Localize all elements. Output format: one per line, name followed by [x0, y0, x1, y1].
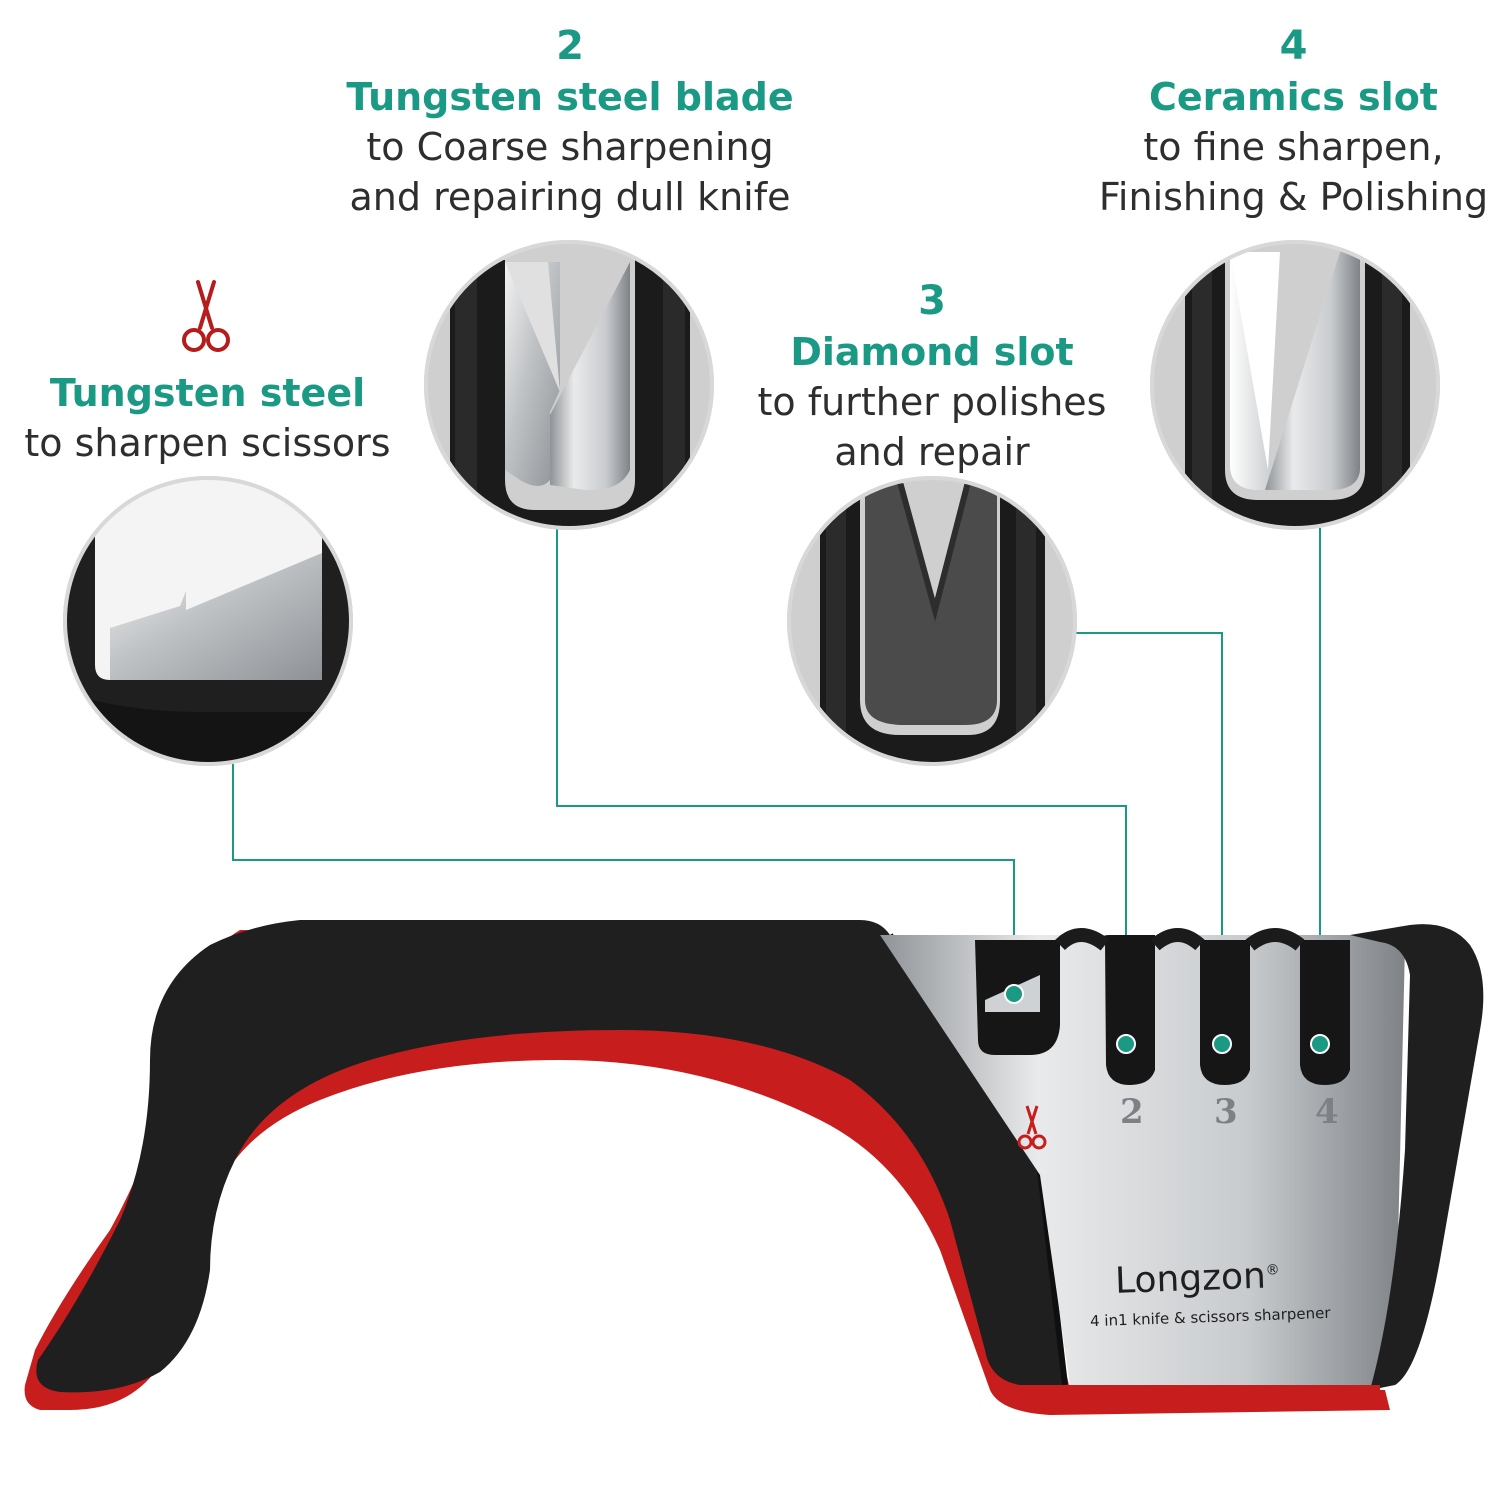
- feature-title-2: Tungsten steel blade: [346, 75, 794, 119]
- connector-line-2: [556, 528, 1127, 1044]
- feature-number-2: 2: [556, 23, 584, 69]
- zoom-circle-tungsten-blade: [424, 240, 714, 530]
- feature-title-4: Ceramics slot: [1149, 75, 1438, 119]
- plate-slot-number-2: 2: [1120, 1092, 1144, 1132]
- feature-title-3: Diamond slot: [790, 330, 1074, 374]
- zoom-circle-scissors-slot: [63, 476, 353, 766]
- zoom-circle-diamond-slot: [787, 476, 1077, 766]
- feature-title-1: Tungsten steel: [49, 371, 366, 415]
- marker-dot-4: [1310, 1034, 1330, 1054]
- scissors-icon: [182, 280, 230, 352]
- zoom-circle-ceramics-slot: [1150, 240, 1440, 530]
- end-cap: [1350, 924, 1484, 1390]
- slot-3: [1200, 940, 1250, 1085]
- sharpener-product: [24, 920, 1484, 1415]
- feature-label-tungsten-blade: 2 Tungsten steel blade to Coarse sharpen…: [320, 20, 820, 222]
- connector-line-1: [232, 764, 1015, 994]
- marker-dot-3: [1212, 1034, 1232, 1054]
- slot-2: [1103, 935, 1155, 1085]
- slot-4: [1300, 940, 1350, 1085]
- feature-desc-3a: to further polishes: [757, 380, 1107, 424]
- feature-label-ceramics-slot: 4 Ceramics slot to fine sharpen, Finishi…: [1095, 20, 1492, 222]
- brand-registered-mark: ®: [1265, 1262, 1280, 1279]
- black-handle: [36, 920, 1065, 1393]
- connector-line-3: [1075, 632, 1223, 1044]
- plate-scissors-icon: [1017, 1105, 1047, 1150]
- feature-desc-4a: to fine sharpen,: [1143, 125, 1444, 169]
- marker-dot-1: [1004, 984, 1024, 1004]
- feature-number-4: 4: [1279, 23, 1308, 69]
- plate-slot-number-4: 4: [1315, 1092, 1339, 1132]
- marker-dot-2: [1116, 1034, 1136, 1054]
- feature-desc-2a: to Coarse sharpening: [366, 125, 774, 169]
- plate-slot-number-3: 3: [1214, 1092, 1238, 1132]
- feature-desc-4b: Finishing & Polishing: [1098, 175, 1489, 219]
- feature-label-diamond-slot: 3 Diamond slot to further polishes and r…: [712, 275, 1152, 477]
- brand-name: Longzon: [1114, 1255, 1267, 1302]
- feature-label-scissors: Tungsten steel to sharpen scissors: [10, 368, 405, 468]
- feature-desc-1: to sharpen scissors: [24, 421, 391, 465]
- feature-desc-3b: and repair: [834, 430, 1030, 474]
- feature-desc-2b: and repairing dull knife: [349, 175, 791, 219]
- brand-logo: Longzon®: [1114, 1255, 1280, 1302]
- feature-number-3: 3: [918, 278, 946, 324]
